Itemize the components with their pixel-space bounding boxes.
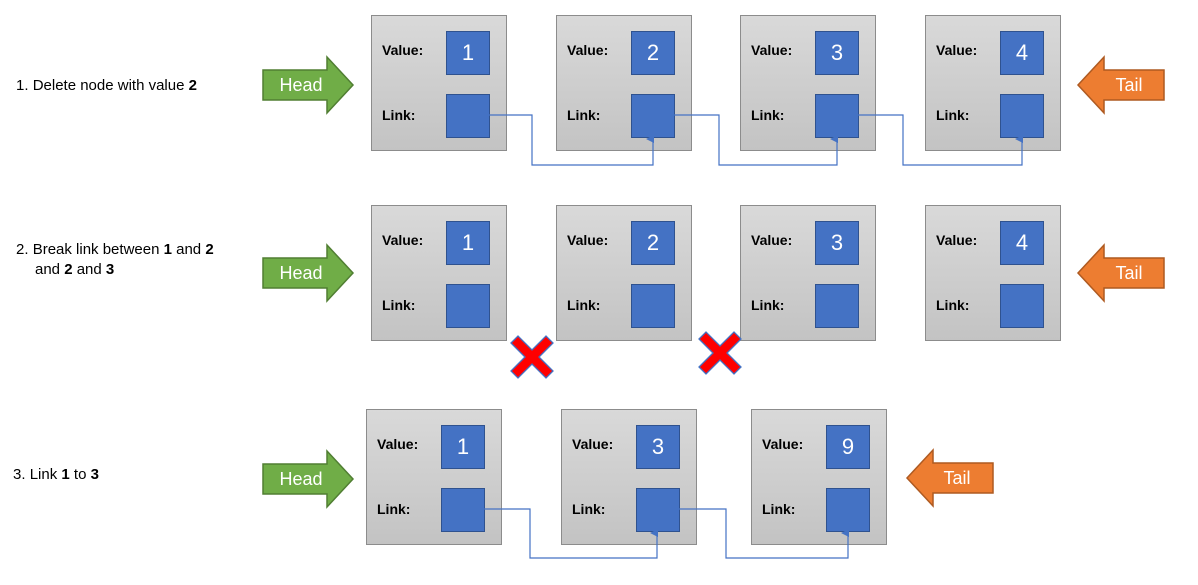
value-label: Value:: [567, 232, 609, 248]
row1-node-3: Value: 3 Link:: [740, 15, 876, 151]
step-2-label: 2. Break link between 1 and 2 and 2 and …: [16, 241, 214, 278]
value-box: 3: [636, 425, 680, 469]
value-label: Value:: [382, 232, 424, 248]
value-label: Value:: [567, 42, 609, 58]
row1-node-4: Value: 4 Link:: [925, 15, 1061, 151]
link-label: Link:: [936, 297, 970, 313]
head-arrow-row2: Head: [262, 243, 355, 303]
link-label: Link:: [382, 107, 416, 123]
value-box: 1: [446, 31, 490, 75]
link-label: Link:: [377, 501, 411, 517]
value-box: 3: [815, 221, 859, 265]
link-box: [446, 284, 490, 328]
value-label: Value:: [572, 436, 614, 452]
head-label: Head: [279, 469, 322, 489]
broken-link-cross-1: [510, 335, 554, 379]
link-box: [446, 94, 490, 138]
link-box: [1000, 284, 1044, 328]
value-label: Value:: [936, 42, 978, 58]
tail-arrow-row3: Tail: [905, 448, 994, 508]
row3-node-2: Value: 3 Link:: [561, 409, 697, 545]
link-label: Link:: [751, 297, 785, 313]
value-label: Value:: [382, 42, 424, 58]
row1-node-2: Value: 2 Link:: [556, 15, 692, 151]
link-label: Link:: [382, 297, 416, 313]
row2-node-3: Value: 3 Link:: [740, 205, 876, 341]
broken-link-cross-2: [698, 331, 742, 375]
head-arrow-row3: Head: [262, 449, 355, 509]
tail-label: Tail: [1115, 75, 1142, 95]
link-label: Link:: [567, 297, 601, 313]
link-box: [631, 94, 675, 138]
link-box: [441, 488, 485, 532]
value-box: 4: [1000, 31, 1044, 75]
link-box: [826, 488, 870, 532]
row2-node-1: Value: 1 Link:: [371, 205, 507, 341]
link-box: [1000, 94, 1044, 138]
value-box: 4: [1000, 221, 1044, 265]
value-box: 9: [826, 425, 870, 469]
tail-label: Tail: [1115, 263, 1142, 283]
link-label: Link:: [751, 107, 785, 123]
link-label: Link:: [567, 107, 601, 123]
tail-arrow-row1: Tail: [1076, 55, 1165, 115]
tail-arrow-row2: Tail: [1076, 243, 1165, 303]
link-box: [636, 488, 680, 532]
link-box: [815, 94, 859, 138]
link-label: Link:: [936, 107, 970, 123]
value-box: 2: [631, 221, 675, 265]
value-label: Value:: [762, 436, 804, 452]
value-label: Value:: [377, 436, 419, 452]
value-label: Value:: [751, 42, 793, 58]
head-arrow-row1: Head: [262, 55, 355, 115]
tail-label: Tail: [943, 468, 970, 488]
row3-node-3: Value: 9 Link:: [751, 409, 887, 545]
row2-node-4: Value: 4 Link:: [925, 205, 1061, 341]
row2-node-2: Value: 2 Link:: [556, 205, 692, 341]
head-label: Head: [279, 263, 322, 283]
value-box: 1: [441, 425, 485, 469]
value-box: 1: [446, 221, 490, 265]
value-label: Value:: [751, 232, 793, 248]
value-box: 2: [631, 31, 675, 75]
step-3-label: 3. Link 1 to 3: [13, 466, 99, 483]
link-label: Link:: [572, 501, 606, 517]
link-label: Link:: [762, 501, 796, 517]
step-1-label: 1. Delete node with value 2: [16, 77, 197, 94]
link-box: [631, 284, 675, 328]
row3-node-1: Value: 1 Link:: [366, 409, 502, 545]
row1-node-1: Value: 1 Link:: [371, 15, 507, 151]
head-label: Head: [279, 75, 322, 95]
value-label: Value:: [936, 232, 978, 248]
value-box: 3: [815, 31, 859, 75]
link-box: [815, 284, 859, 328]
